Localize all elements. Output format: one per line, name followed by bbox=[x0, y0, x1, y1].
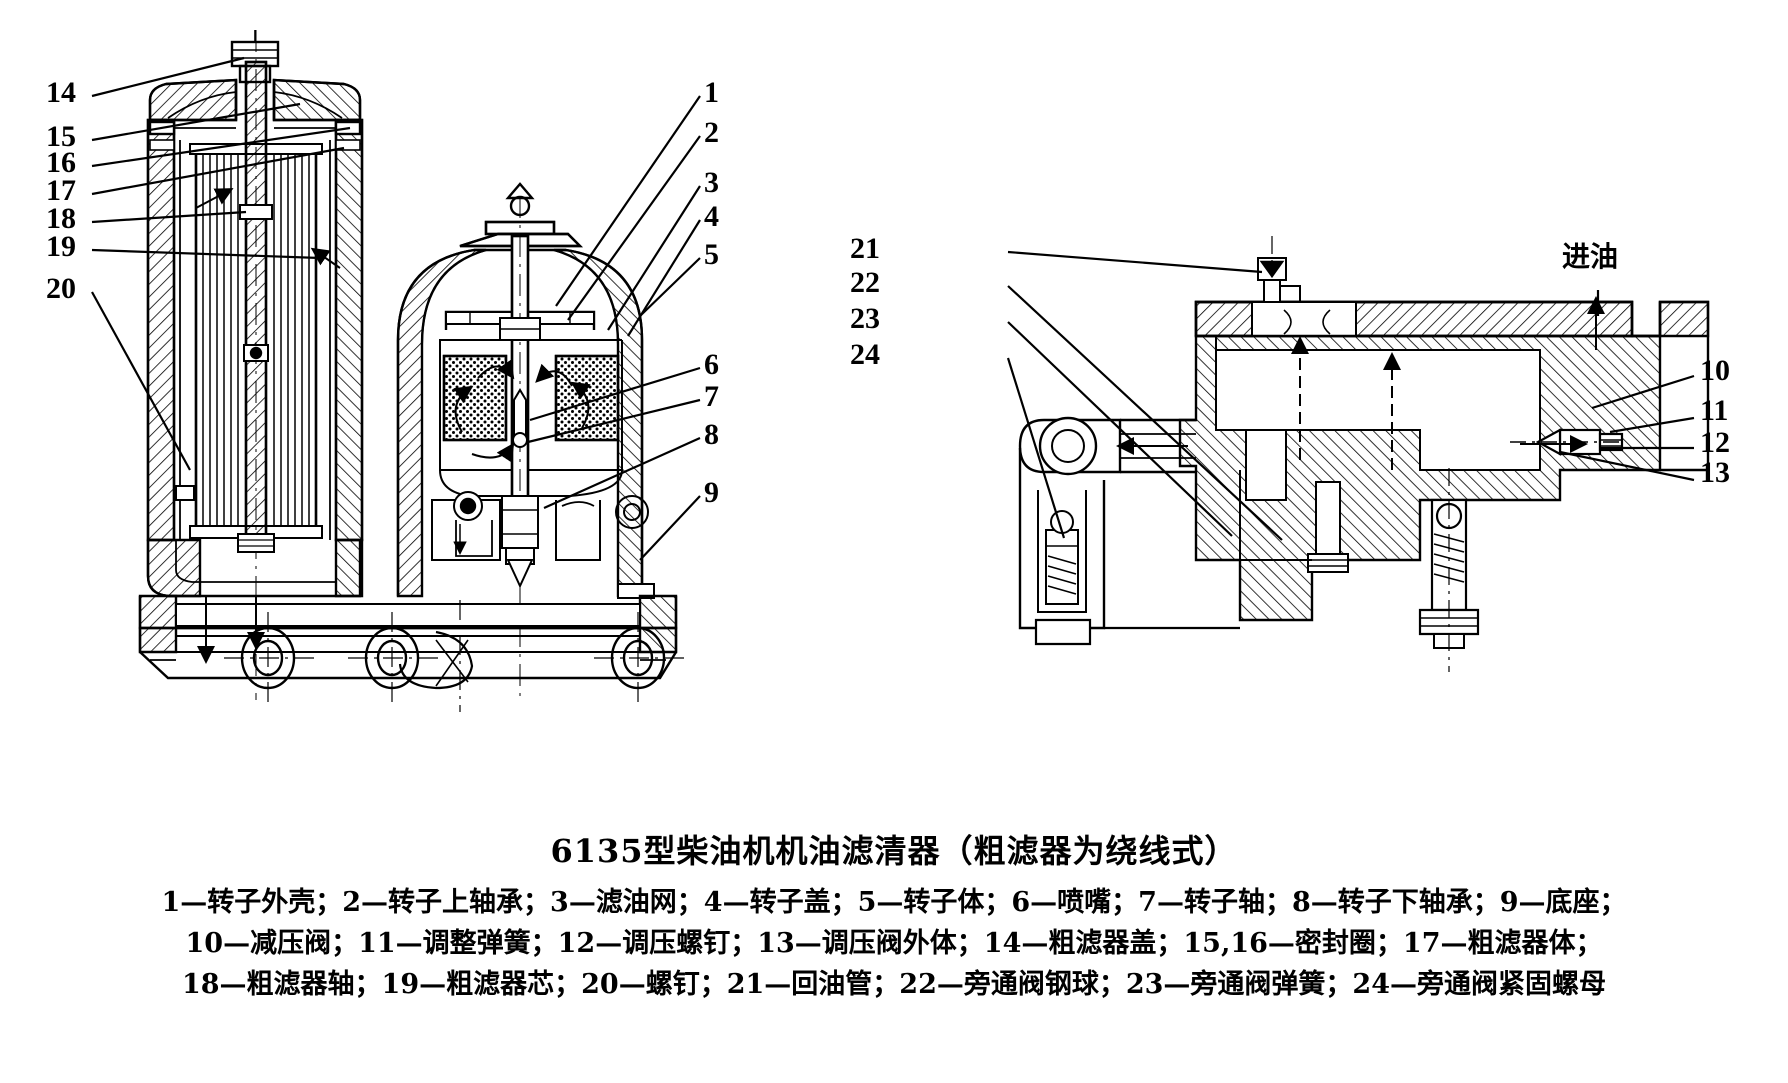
legend-line-1: 1—转子外壳；2—转子上轴承；3—滤油网；4—转子盖；5—转子体；6—喷嘴；7—… bbox=[161, 887, 1627, 918]
oil-inlet-label: 进油 bbox=[1562, 240, 1619, 273]
callout-5: 5 bbox=[704, 238, 719, 271]
callout-13: 13 bbox=[1700, 456, 1730, 489]
callout-22: 22 bbox=[850, 266, 880, 299]
callout-11: 11 bbox=[1700, 394, 1729, 427]
callout-6: 6 bbox=[704, 348, 719, 381]
callout-10: 10 bbox=[1700, 354, 1730, 387]
legend-line-2: 10—减压阀；11—调整弹簧；12—调压螺钉；13—调压阀外体；14—粗滤器盖；… bbox=[185, 928, 1603, 960]
callout-23: 23 bbox=[850, 302, 880, 335]
legend-line-3: 18—粗滤器轴；19—粗滤器芯；20—螺钉；21—回油管；22—旁通阀钢球；23… bbox=[181, 969, 1606, 1001]
callout-7: 7 bbox=[704, 380, 719, 413]
callout-16: 16 bbox=[46, 146, 76, 179]
callout-20: 20 bbox=[46, 272, 76, 305]
callout-15: 15 bbox=[46, 120, 76, 153]
callout-2: 2 bbox=[704, 116, 719, 149]
callout-19: 19 bbox=[46, 230, 76, 263]
callout-17: 17 bbox=[46, 174, 76, 207]
callout-21: 21 bbox=[850, 232, 880, 265]
callout-1: 1 bbox=[704, 76, 719, 109]
callout-3: 3 bbox=[704, 166, 719, 199]
callout-14: 14 bbox=[46, 76, 76, 109]
callout-4: 4 bbox=[704, 200, 719, 233]
figure-title: 6135型柴油机机油滤清器（粗滤器为绕线式） bbox=[550, 832, 1238, 870]
figure-caption-block: 6135型柴油机机油滤清器（粗滤器为绕线式） 1—转子外壳；2—转子上轴承；3—… bbox=[0, 826, 1788, 1005]
callout-12: 12 bbox=[1700, 426, 1730, 459]
callout-9: 9 bbox=[704, 476, 719, 509]
callout-8: 8 bbox=[704, 418, 719, 451]
callout-24: 24 bbox=[850, 338, 880, 371]
callout-18: 18 bbox=[46, 202, 76, 235]
